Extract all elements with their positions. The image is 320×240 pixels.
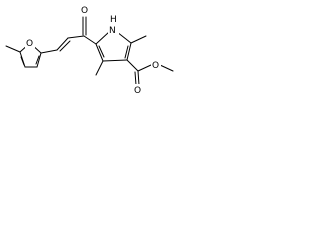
furan-c2-c3-double	[35, 55, 40, 65]
furan-oxygen-label: O	[26, 39, 33, 49]
methyl-ester	[134, 64, 174, 86]
vinyl-double-bond-inner	[59, 40, 71, 52]
atom-labels: O O H N O O	[25, 4, 161, 96]
pyrrole-c3-c4-bond	[102, 59, 128, 62]
carbonyl-pyrrole-bond	[83, 35, 97, 45]
ester-carbonyl-double	[137, 70, 140, 86]
c2-methyl-bond	[130, 35, 147, 44]
ketone-oxygen-label: O	[81, 6, 88, 16]
furan-c4-c5-double	[20, 56, 25, 66]
pyrrole-c4-c5-double	[98, 45, 105, 58]
pyrrole-c4-c5-bond	[95, 43, 104, 62]
c4-methyl-bond	[95, 60, 104, 76]
pyrrole-nitrogen-label: N	[109, 26, 116, 36]
ester-c-o-bond	[137, 64, 152, 72]
ester-carbonyl-oxygen-label: O	[134, 86, 141, 96]
ester-o-methyl-bond	[159, 64, 174, 72]
pyrrole-c5-n-bond	[95, 31, 110, 45]
pyrrole-c2-c3-double	[124, 45, 129, 59]
ester-carbonyl-double-inner	[134, 71, 137, 86]
structure-canvas: O O H N O O	[0, 0, 183, 97]
pyrrole-n-c2-bond	[116, 31, 132, 44]
molecule-drawing: O O H N O O	[5, 4, 174, 96]
c3-ester-bond	[126, 59, 139, 72]
ketone-group	[82, 16, 97, 45]
furan-methyl-bond	[5, 45, 21, 53]
vinyl-double-bond	[56, 37, 69, 51]
vinyl-linker	[40, 35, 85, 54]
pyrrole-substituents	[95, 35, 147, 76]
vinyl-carbonyl-bond	[67, 35, 85, 39]
ester-ether-oxygen-label: O	[152, 61, 159, 71]
furan-ring	[5, 42, 42, 68]
furan-vinyl-bond	[40, 49, 58, 54]
furan-c2-c3-bond	[36, 52, 42, 68]
pyrrole-hydrogen-label: H	[110, 15, 117, 25]
pyrrole-ring	[95, 31, 132, 62]
pyrrole-c2-c3-bond	[126, 42, 132, 61]
